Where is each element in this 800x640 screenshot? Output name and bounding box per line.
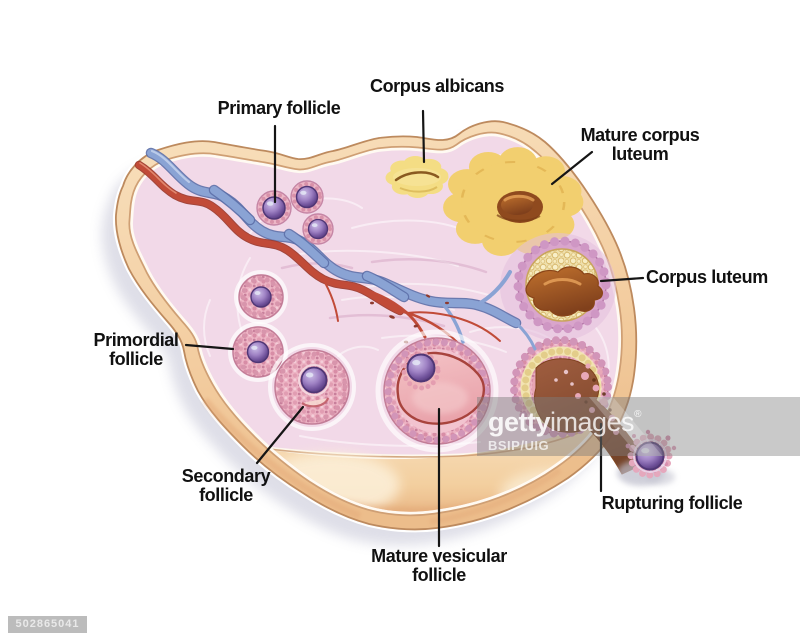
released-ovum-art bbox=[617, 429, 677, 486]
corpus-luteum-art bbox=[500, 233, 616, 341]
label-primordial-follicle-line2: follicle bbox=[109, 349, 163, 369]
watermark-text: gettyimages® BSIP/UIG bbox=[488, 400, 641, 453]
label-mature-corpus-luteum: Mature corpus luteum bbox=[581, 126, 700, 164]
label-primordial-follicle: Primordial follicle bbox=[93, 331, 178, 369]
label-mature-vesicular-follicle-line1: Mature vesicular bbox=[371, 546, 507, 566]
label-rupturing-follicle-text: Rupturing follicle bbox=[601, 493, 743, 513]
label-corpus-albicans-text: Corpus albicans bbox=[369, 76, 505, 96]
mature-corpus-luteum-art bbox=[442, 147, 584, 257]
registered-mark: ® bbox=[634, 409, 641, 420]
label-mature-corpus-luteum-line1: Mature corpus bbox=[580, 125, 700, 145]
label-secondary-follicle-line2: follicle bbox=[199, 485, 253, 505]
label-corpus-luteum-text: Corpus luteum bbox=[646, 267, 768, 287]
rupturing-follicle-art bbox=[510, 336, 649, 475]
label-corpus-albicans: Corpus albicans bbox=[370, 77, 504, 96]
ovarian-vessels bbox=[134, 147, 537, 370]
label-primary-follicle-text: Primary follicle bbox=[217, 98, 341, 118]
label-primary-follicle: Primary follicle bbox=[218, 99, 341, 118]
watermark-brand: gettyimages® bbox=[488, 400, 641, 437]
leader-lines bbox=[184, 109, 645, 548]
watermark-brand-light: images bbox=[550, 407, 635, 437]
label-rupturing-follicle: Rupturing follicle bbox=[602, 494, 743, 513]
label-mature-vesicular-follicle: Mature vesicular follicle bbox=[371, 547, 507, 585]
label-secondary-follicle-line1: Secondary bbox=[181, 466, 271, 486]
label-secondary-follicle: Secondary follicle bbox=[181, 466, 271, 505]
asset-id-badge: 502865041 bbox=[8, 616, 87, 633]
primordial-follicles-art bbox=[228, 270, 288, 382]
mature-vesicular-follicle-art bbox=[375, 329, 499, 453]
label-mature-corpus-luteum-line2: luteum bbox=[611, 144, 669, 164]
secondary-follicle-art bbox=[268, 343, 356, 431]
getty-watermark-band: gettyimages® BSIP/UIG bbox=[477, 397, 800, 456]
watermark-right-zone bbox=[670, 397, 800, 456]
label-corpus-luteum: Corpus luteum bbox=[646, 268, 768, 287]
watermark-credit: BSIP/UIG bbox=[488, 438, 550, 453]
label-mature-vesicular-follicle-line2: follicle bbox=[412, 565, 466, 585]
corpus-albicans-art bbox=[385, 156, 449, 198]
label-primordial-follicle-line1: Primordial bbox=[93, 330, 179, 350]
watermark-brand-bold: getty bbox=[488, 407, 551, 437]
